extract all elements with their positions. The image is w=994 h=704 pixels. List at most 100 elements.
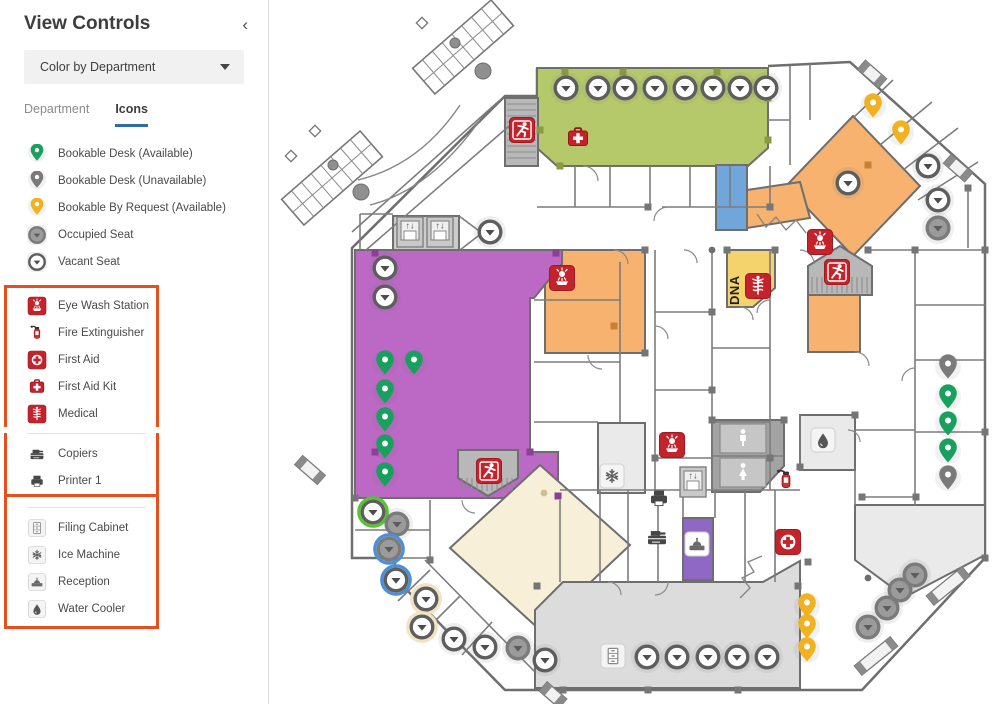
room-department-purple[interactable]: [354, 249, 563, 499]
marker-seat-vacant[interactable]: [369, 281, 401, 313]
legend-item-firstaidkit[interactable]: First Aid Kit: [7, 373, 156, 400]
room-orange-corridor[interactable]: [807, 294, 861, 353]
legend-item-seat-vacant[interactable]: Vacant Seat: [0, 248, 268, 275]
marker-pin-yellow[interactable]: [794, 637, 820, 663]
legend-item-seat-occupied[interactable]: Occupied Seat: [0, 221, 268, 248]
marker-pin-green[interactable]: [935, 411, 961, 437]
marker-pin-gray[interactable]: [935, 354, 961, 380]
legend-item-icemachine[interactable]: Ice Machine: [7, 541, 156, 568]
marker-printer[interactable]: [651, 490, 667, 507]
marker-seat-vacant[interactable]: [661, 641, 693, 673]
marker-seat-occupied[interactable]: [381, 508, 413, 540]
marker-watercooler[interactable]: [810, 427, 836, 453]
room-gray-se[interactable]: [854, 504, 986, 599]
marker-eyewash[interactable]: [807, 229, 833, 255]
floor-dot: [540, 489, 548, 497]
legend-item-medical[interactable]: Medical: [7, 400, 156, 427]
marker-elevator[interactable]: ↑↓: [396, 216, 424, 248]
marker-seat-occupied[interactable]: [922, 212, 954, 244]
marker-seat-vacant[interactable]: [474, 216, 506, 248]
marker-seat-vacant[interactable]: [721, 641, 753, 673]
marker-copier[interactable]: [648, 531, 666, 545]
legend-item-printer[interactable]: Printer 1: [7, 467, 156, 494]
tab-department[interactable]: Department: [24, 102, 90, 116]
room-department-blue[interactable]: [715, 164, 748, 231]
marker-seat-vacant[interactable]: [438, 623, 470, 655]
legend-item-filingcabinet[interactable]: Filing Cabinet: [7, 514, 156, 541]
marker-pin-green[interactable]: [935, 438, 961, 464]
marker-pin-yellow[interactable]: [794, 614, 820, 640]
marker-firstaid[interactable]: [775, 529, 801, 555]
marker-seat-vacant[interactable]: [357, 496, 389, 528]
marker-pin-green[interactable]: [372, 407, 398, 433]
marker-elevator[interactable]: ↑↓: [426, 216, 454, 248]
legend-item-fireext[interactable]: Fire Extinguisher: [7, 319, 156, 346]
marker-restroom-male[interactable]: [719, 423, 767, 454]
bench: [925, 565, 971, 607]
marker-seat-vacant[interactable]: [380, 564, 412, 596]
marker-eyewash[interactable]: [549, 265, 575, 291]
marker-pin-green[interactable]: [935, 384, 961, 410]
marker-elevator[interactable]: ↑↓: [679, 466, 707, 498]
marker-seat-vacant[interactable]: [639, 72, 671, 104]
legend-item-eyewash[interactable]: Eye Wash Station: [7, 292, 156, 319]
marker-pin-yellow[interactable]: [794, 593, 820, 619]
marker-seat-vacant[interactable]: [912, 150, 944, 182]
marker-pin-green[interactable]: [372, 462, 398, 488]
color-by-dropdown[interactable]: Color by Department: [24, 50, 244, 84]
marker-pin-yellow[interactable]: [888, 120, 914, 146]
marker-seat-vacant[interactable]: [724, 72, 756, 104]
marker-seat-occupied[interactable]: [852, 611, 884, 643]
marker-eyewash[interactable]: [659, 432, 685, 458]
legend-item-pin-gray[interactable]: Bookable Desk (Unavailable): [0, 167, 268, 194]
marker-pin-yellow[interactable]: [860, 93, 886, 119]
marker-medical[interactable]: [745, 273, 771, 299]
marker-seat-vacant[interactable]: [750, 72, 782, 104]
marker-seat-vacant[interactable]: [692, 641, 724, 673]
marker-seat-vacant[interactable]: [609, 72, 641, 104]
floor-plan-map[interactable]: DNA↑↓↑↓↑↓: [269, 0, 994, 704]
tab-icons[interactable]: Icons: [115, 102, 148, 127]
marker-seat-vacant[interactable]: [410, 583, 442, 615]
marker-icemachine[interactable]: [599, 463, 625, 489]
collapse-sidebar-icon[interactable]: ‹: [242, 14, 248, 34]
marker-restroom-female[interactable]: [719, 457, 767, 488]
legend-item-pin-yellow[interactable]: Bookable By Request (Available): [0, 194, 268, 221]
marker-pin-green[interactable]: [372, 350, 398, 376]
marker-pin-green[interactable]: [372, 434, 398, 460]
legend-item-firstaid[interactable]: First Aid: [7, 346, 156, 373]
marker-firstaidkit[interactable]: [568, 127, 588, 146]
legend-item-label: Printer 1: [58, 474, 102, 487]
marker-seat-vacant[interactable]: [369, 252, 401, 284]
marker-filingcabinet[interactable]: [600, 643, 626, 669]
marker-fireexit[interactable]: [476, 458, 502, 484]
marker-pin-green[interactable]: [401, 350, 427, 376]
structural-column: [474, 62, 492, 80]
marker-fireexit[interactable]: [824, 259, 850, 285]
marker-seat-vacant[interactable]: [832, 167, 864, 199]
legend-item-reception[interactable]: Reception: [7, 568, 156, 595]
marker-seat-vacant[interactable]: [406, 611, 438, 643]
marker-seat-vacant[interactable]: [922, 184, 954, 216]
marker-fireexit[interactable]: [509, 117, 535, 143]
marker-seat-vacant[interactable]: [529, 644, 561, 676]
marker-seat-occupied[interactable]: [884, 574, 916, 606]
marker-seat-occupied[interactable]: [502, 632, 534, 664]
legend-item-watercooler[interactable]: Water Cooler: [7, 595, 156, 622]
marker-seat-vacant[interactable]: [669, 72, 701, 104]
marker-seat-vacant[interactable]: [697, 72, 729, 104]
marker-seat-vacant[interactable]: [751, 641, 783, 673]
marker-seat-occupied[interactable]: [373, 533, 405, 565]
marker-seat-vacant[interactable]: [582, 72, 614, 104]
marker-pin-green[interactable]: [372, 379, 398, 405]
marker-seat-vacant[interactable]: [550, 72, 582, 104]
marker-fireext[interactable]: [776, 469, 791, 489]
legend-item-pin-green[interactable]: Bookable Desk (Available): [0, 140, 268, 167]
marker-pin-gray[interactable]: [935, 465, 961, 491]
pin-yellow-icon: [27, 197, 47, 218]
marker-reception[interactable]: [684, 531, 710, 557]
marker-seat-vacant[interactable]: [469, 631, 501, 663]
legend-item-copier[interactable]: Copiers: [7, 440, 156, 467]
marker-seat-vacant[interactable]: [631, 641, 663, 673]
marker-seat-occupied[interactable]: [899, 559, 931, 591]
